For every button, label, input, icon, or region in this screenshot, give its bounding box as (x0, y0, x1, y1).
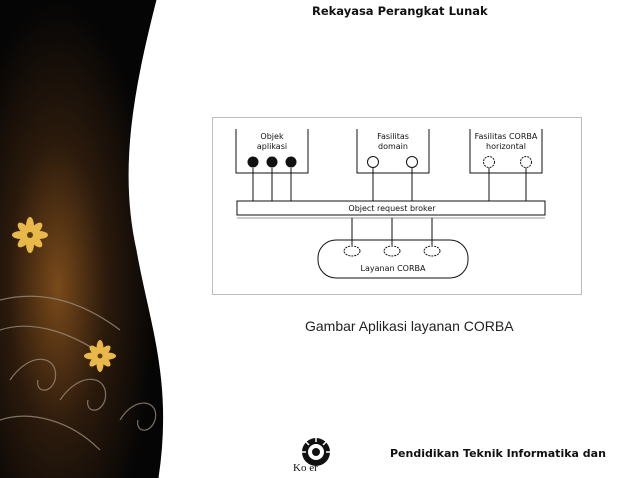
logo-text: Ko er (293, 462, 318, 474)
horizontal-label-line1: Fasilitas CORBA (475, 132, 538, 141)
horizontal-label-line2: horizontal (486, 142, 526, 151)
domain-node (406, 156, 418, 168)
domain-label-line2: domain (378, 142, 408, 151)
object-node (266, 156, 278, 168)
fasilitas-domain-box (356, 129, 430, 174)
gear-logo-icon (302, 438, 330, 466)
page-title: Rekayasa Perangkat Lunak (312, 4, 488, 18)
horizontal-node (520, 156, 532, 168)
domain-node (367, 156, 379, 168)
service-node (343, 245, 361, 257)
object-node (247, 156, 259, 168)
horizontal-node (483, 156, 495, 168)
service-node (423, 245, 441, 257)
service-node (383, 245, 401, 257)
object-request-broker-bar (236, 200, 546, 216)
corba-diagram: Objek aplikasi Fasilitas domain Fasilita… (212, 117, 582, 295)
fasilitas-horizontal-box (469, 129, 543, 174)
decorative-side-panel (0, 0, 167, 478)
flower-icon (84, 340, 116, 372)
objek-label-line2: aplikasi (257, 142, 287, 151)
layanan-label: Layanan CORBA (361, 264, 427, 273)
flower-icon (12, 217, 48, 253)
orb-label: Object request broker (348, 204, 436, 213)
object-node (285, 156, 297, 168)
figure-caption: Gambar Aplikasi layanan CORBA (305, 318, 514, 334)
domain-label-line1: Fasilitas (377, 132, 409, 141)
footer-institution: Pendidikan Teknik Informatika dan (390, 447, 606, 460)
layanan-corba-box (317, 239, 469, 279)
objek-label-line1: Objek (260, 132, 284, 141)
